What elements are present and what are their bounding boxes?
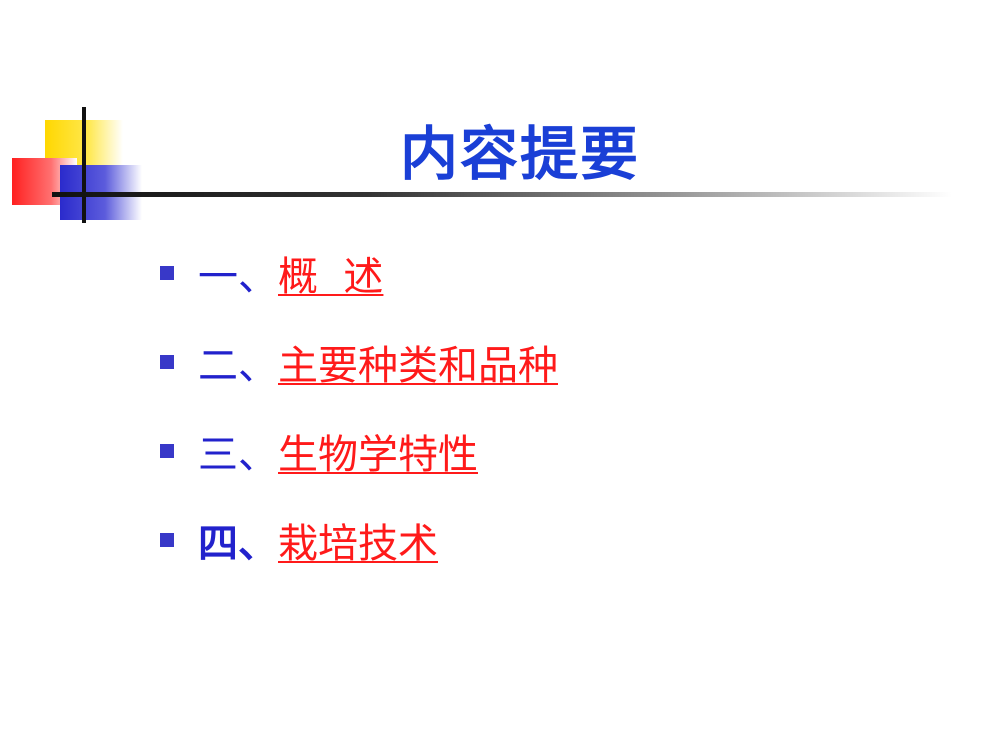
outline-list: 一、 概 述 二、 主要种类和品种 三、 生物学特性 四、 栽培技术 (160, 228, 558, 584)
square-bullet-icon (160, 354, 174, 369)
outline-item-number: 三、 (198, 431, 278, 478)
outline-item-4: 四、 栽培技术 (160, 495, 558, 584)
outline-link-overview[interactable]: 概 述 (278, 253, 384, 300)
outline-item-2: 二、 主要种类和品种 (160, 317, 558, 406)
square-bullet-icon (160, 443, 174, 458)
outline-link-cultivation[interactable]: 栽培技术 (278, 520, 438, 567)
outline-item-3: 三、 生物学特性 (160, 406, 558, 495)
title-underline-rule (52, 192, 952, 197)
outline-link-biology[interactable]: 生物学特性 (278, 431, 478, 478)
outline-item-number: 四、 (198, 519, 278, 567)
outline-item-1: 一、 概 述 (160, 228, 558, 317)
outline-item-number: 二、 (198, 342, 278, 389)
outline-item-number: 一、 (198, 253, 278, 300)
outline-link-types-varieties[interactable]: 主要种类和品种 (278, 342, 558, 389)
decor-vertical-line (82, 107, 86, 223)
square-bullet-icon (160, 265, 174, 280)
square-bullet-icon (160, 532, 174, 547)
slide-title: 内容提要 (399, 120, 640, 188)
